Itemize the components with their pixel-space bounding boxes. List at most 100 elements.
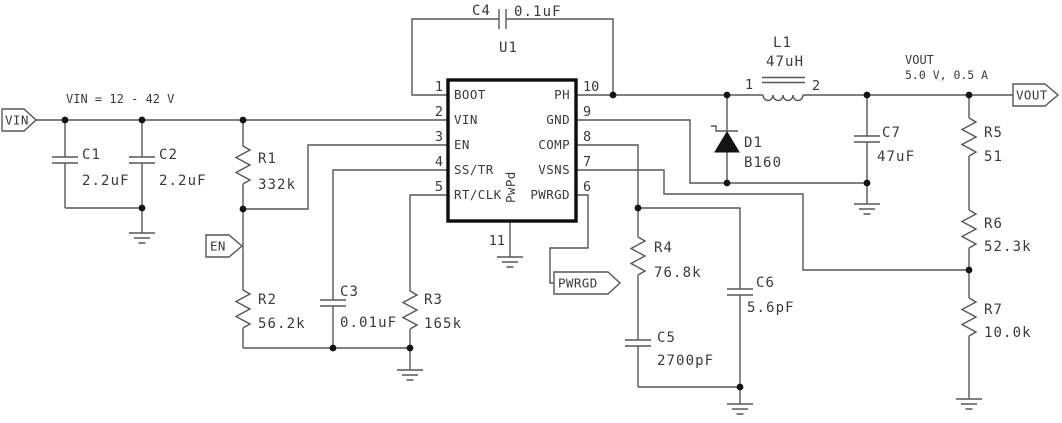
u1-pin7-number: 7 [583,154,591,170]
c3-ref-label: C3 [340,284,359,300]
r2-body [234,289,252,329]
junction-dots [61,91,973,391]
r4-value-label: 76.8k [654,265,702,281]
l1-value-label: 47uH [766,54,804,70]
ground-symbol-c7 [854,203,880,215]
u1-pin6-number: 6 [583,179,591,195]
capacitor-c1: C1 2.2uF [52,120,129,208]
capacitor-c7: C7 47uF [854,95,914,183]
r7-body [960,297,978,337]
r6-value-label: 52.3k [984,239,1032,255]
junction-dot [138,204,146,212]
ground-symbol-r7 [956,398,982,410]
l1-pin2-number: 2 [812,78,820,94]
c5-plates [625,339,651,347]
pwrgd-tag-label: PWRGD [558,276,598,291]
ground-symbol-c5c6 [727,403,753,415]
r5-body [960,117,978,157]
en-tag-label: EN [210,239,226,254]
d1-ref-label: D1 [744,135,763,151]
u1-pin8-number: 8 [583,129,591,145]
capacitor-c4: C4 0.1uF [472,3,562,29]
vout-tag-label: VOUT [1016,88,1048,103]
junction-dot [609,91,617,99]
ground-symbol-r3 [397,369,423,381]
c4-value-label: 0.1uF [514,4,562,20]
r3-body [401,290,419,330]
c7-ref-label: C7 [882,125,901,141]
resistor-r6: R6 52.3k [960,209,1032,298]
r7-ref-label: R7 [984,302,1003,318]
resistor-r5: R5 51 [960,95,1003,210]
u1-pin11-number: 11 [489,233,505,249]
vin-tag-shape [1,108,38,132]
r2-ref-label: R2 [258,292,277,308]
junction-dot [863,91,871,99]
wire-bottom-left-rail [243,347,411,370]
l1-coil [762,94,804,102]
r3-ref-label: R3 [424,292,443,308]
u1-pin10-number: 10 [583,79,599,95]
resistor-r1: R1 332k [234,120,295,209]
r5-value-label: 51 [984,149,1003,165]
inductor-l1: L1 47uH 1 2 [745,35,820,102]
junction-dot [406,344,414,352]
r2-value-label: 56.2k [258,316,306,332]
ground-symbols [129,203,982,415]
junction-dot [239,116,247,124]
junction-dot [239,205,247,213]
c1-ref-label: C1 [82,147,101,163]
u1-thermal-pad-label: PwPd [503,171,518,203]
c6-plates [727,288,753,296]
c2-plates [129,156,155,164]
c5-ref-label: C5 [657,330,676,346]
capacitor-c3: C3 0.01uF [320,284,396,348]
junction-dot [723,179,731,187]
wire-en-pin3-route [243,144,448,210]
c5-value-label: 2700pF [657,353,714,369]
ground-symbol-input [129,232,155,244]
net-tag-vout: VOUT [1012,83,1060,107]
u1-pin4-name: SS/TR [454,162,494,177]
u1-body [446,78,578,223]
resistor-r2: R2 56.2k [234,209,306,348]
c1-plates [52,156,78,164]
junction-dot [329,344,337,352]
c2-value-label: 2.2uF [159,173,207,189]
r3-value-label: 165k [424,316,462,332]
ic-u1: U1 1 2 3 4 5 BOOT VIN EN SS/TR RT/CLK 10… [435,40,599,249]
u1-pin10-name: PH [554,87,570,102]
junction-dot [965,91,973,99]
d1-triangle [714,131,740,153]
wire-c5c6-ground-rail [638,386,741,404]
wire-pwrgd-pin6-route [549,194,589,284]
r1-body [234,145,252,185]
capacitor-c5: C5 2700pF [625,330,714,387]
junction-dot [61,116,69,124]
c4-ref-label: C4 [472,3,491,19]
l1-core-bars [762,76,805,84]
vin-note: VIN = 12 - 42 V [66,92,174,106]
u1-pin5-name: RT/CLK [454,187,502,202]
net-tag-pwrgd: PWRGD [553,271,622,295]
u1-pin1-name: BOOT [454,87,486,102]
net-tag-vin: VIN [1,108,38,132]
r6-ref-label: R6 [984,216,1003,232]
wire-gnd-pin9-route [576,119,868,204]
capacitor-c6: C6 5.6pF [727,275,794,387]
vout-note-spec: 5.0 V, 0.5 A [905,68,988,82]
r4-ref-label: R4 [654,240,673,256]
vout-note-title: VOUT [905,53,934,67]
junction-dot [138,116,146,124]
pwrgd-tag-shape [553,271,622,295]
c6-ref-label: C6 [756,275,775,291]
u1-ref-label: U1 [499,40,518,56]
u1-pin8-name: COMP [538,137,570,152]
r1-ref-label: R1 [258,151,277,167]
d1-value-label: B160 [744,155,782,171]
u1-pin3-name: EN [454,137,470,152]
junction-dot [723,91,731,99]
u1-pin1-number: 1 [435,79,443,95]
u1-pin2-number: 2 [435,104,443,120]
